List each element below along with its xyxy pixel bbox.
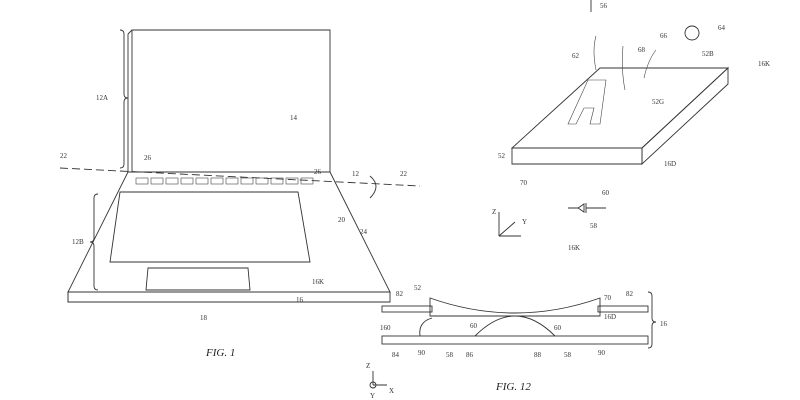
label-16D-fig12: 16D [604,313,616,321]
keyboard-region [109,191,311,263]
light-source [684,25,700,41]
fig1-laptop [59,29,421,303]
label-26b: 26 [314,168,322,176]
label-22a: 22 [60,152,68,160]
label-24: 24 [360,228,368,236]
fig12-caption: FIG. 12 [495,381,531,393]
label-12B: 12B [72,238,84,246]
substrate [381,335,649,345]
label-60b: 60 [554,324,562,332]
axis-z-fig12: Z [366,362,370,370]
fig1-caption: FIG. 1 [205,347,235,359]
label-26a: 26 [144,154,152,162]
label-12A: 12A [96,94,108,102]
label-16: 16 [296,296,304,304]
label-52-fig12: 52 [414,284,422,292]
function-key [300,177,314,185]
rotation-arrow [369,175,377,199]
label-68: 68 [638,46,646,54]
label-66: 66 [660,32,668,40]
label-22b: 22 [400,170,408,178]
axis-y: Y [522,218,527,226]
label-70-fig12: 70 [604,294,612,302]
label-58b: 58 [564,351,572,359]
function-key [135,177,149,185]
label-16D: 16D [664,160,676,168]
axis-z: Z [492,208,496,216]
axis-x-fig12: X [389,387,394,395]
label-12: 12 [352,170,360,178]
label-14: 14 [290,114,298,122]
function-key [195,177,209,185]
diode-symbol [568,203,585,213]
function-key [180,177,194,185]
function-key [255,177,269,185]
label-64: 64 [718,24,726,32]
label-90b: 90 [598,349,606,357]
label-58a: 58 [446,351,454,359]
label-90a: 90 [418,349,426,357]
keycap [429,297,601,317]
label-52G: 52G [652,98,664,106]
function-key [240,177,254,185]
function-key [285,177,299,185]
label-86: 86 [466,351,474,359]
axis-y-fig12: Y [370,392,375,400]
label-58: 58 [590,222,598,230]
label-82a: 82 [396,290,404,298]
fig12-cross-section [369,291,657,389]
label-160: 160 [380,324,391,332]
function-key [150,177,164,185]
hinge-axis [59,167,421,187]
label-16K: 16K [312,278,324,286]
label-16K-fig12: 16K [568,244,580,252]
label-88: 88 [534,351,542,359]
function-key [225,177,239,185]
label-60a: 60 [470,322,478,330]
label-16-fig12: 16 [660,320,668,328]
function-key [210,177,224,185]
key-top-surface [510,67,730,149]
dome-switch [474,315,556,337]
display-housing [131,29,331,173]
label-18: 18 [200,314,208,322]
function-key [270,177,284,185]
label-52: 52 [498,152,506,160]
label-16K-fig11: 16K [758,60,770,68]
function-key [165,177,179,185]
label-70: 70 [520,179,528,187]
fig11-key [498,0,730,237]
label-84: 84 [392,351,400,359]
label-60: 60 [602,189,610,197]
label-52B: 52B [702,50,714,58]
label-62: 62 [572,52,580,60]
trackpad [145,267,251,291]
label-20: 20 [338,216,346,224]
label-82b: 82 [626,290,634,298]
base-housing [67,171,391,293]
label-56: 56 [600,2,608,10]
